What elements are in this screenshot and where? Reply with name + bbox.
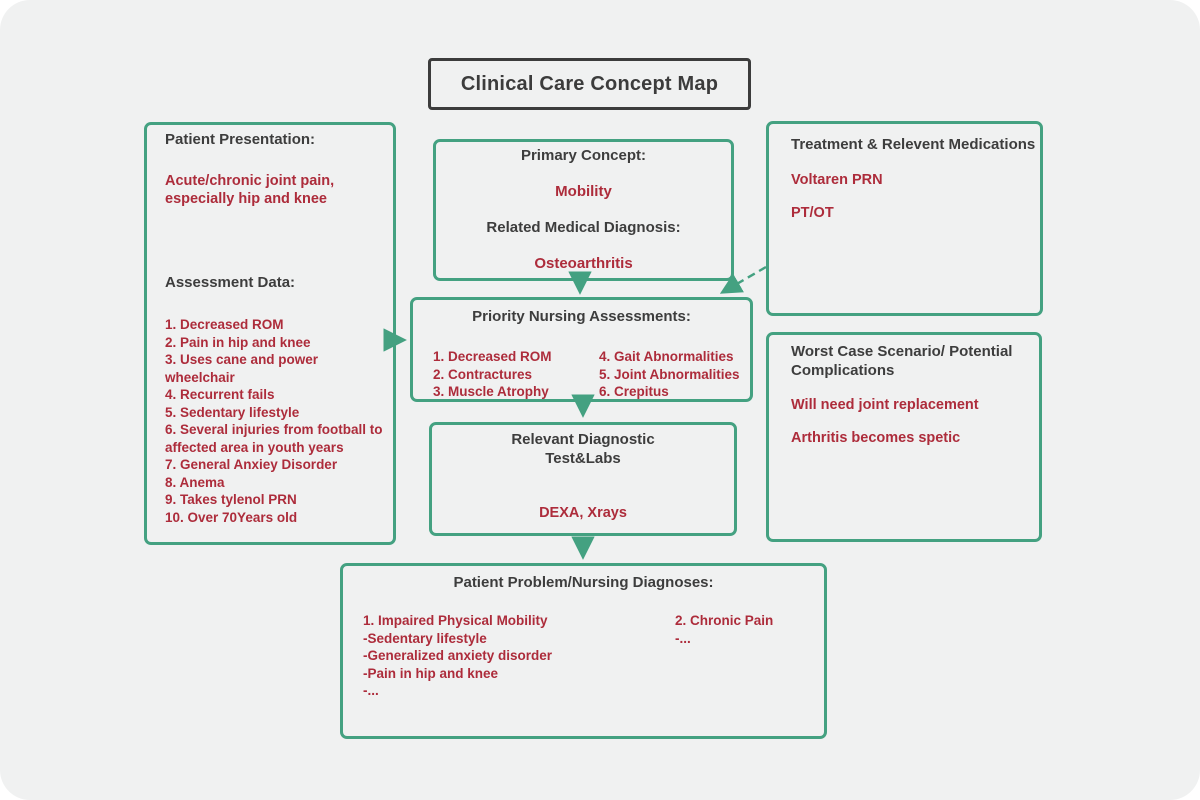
related-diagnosis-heading: Related Medical Diagnosis: [486, 219, 681, 236]
list-item: -Generalized anxiety disorder [363, 648, 553, 663]
node-patient-presentation: Patient Presentation: Acute/chronic join… [144, 122, 396, 545]
primary-concept-value: Mobility [555, 183, 612, 200]
patient-presentation-text: Acute/chronic joint pain, especially hip… [165, 173, 335, 207]
patient-presentation-heading: Patient Presentation: [165, 131, 316, 148]
list-item: 2. Pain in hip and knee [165, 334, 311, 350]
list-item: 6. Crepitus [599, 384, 669, 399]
list-item: 2. Chronic Pain [675, 613, 774, 628]
treatment-item: PT/OT [791, 205, 834, 221]
patient-problem-col2: 2. Chronic Pain -... [675, 612, 773, 647]
priority-assessments-col2: 4. Gait Abnormalities 5. Joint Abnormalit… [599, 348, 740, 401]
list-item: 9. Takes tylenol PRN [165, 492, 297, 507]
list-item: 3. Uses cane and power wheelchair [165, 352, 319, 385]
treatment-heading: Treatment & Relevent Medications [791, 136, 1036, 153]
list-item: 8. Anema [165, 474, 225, 490]
node-treatment-medications: Treatment & Relevent Medications Voltare… [766, 121, 1043, 316]
list-item: 1. Impaired Physical Mobility [363, 613, 548, 628]
list-item: 1. Decreased ROM [165, 317, 284, 332]
list-item: 4. Recurrent fails [165, 387, 275, 402]
patient-problem-heading: Patient Problem/Nursing Diagnoses: [453, 574, 714, 591]
node-priority-nursing-assessments: Priority Nursing Assessments: 1. Decreas… [410, 297, 753, 402]
diagnostics-value: DEXA, Xrays [539, 505, 627, 521]
list-item: 10. Over 70Years old [165, 509, 298, 525]
worst-case-item: Arthritis becomes spetic [791, 430, 961, 446]
node-diagnostic-tests: Relevant Diagnostic Test&Labs DEXA, Xray… [429, 422, 737, 536]
list-item: 4. Gait Abnormalities [599, 349, 734, 364]
related-diagnosis-value: Osteoarthritis [534, 255, 633, 272]
primary-concept-heading: Primary Concept: [520, 147, 647, 164]
diagnostics-heading: Relevant Diagnostic Test&Labs [511, 431, 655, 467]
worst-case-item: Will need joint replacement [791, 397, 979, 413]
list-item: 2. Contractures [433, 366, 533, 382]
node-primary-concept: Primary Concept: Mobility Related Medica… [433, 139, 734, 281]
list-item: 1. Decreased ROM [433, 349, 552, 364]
list-item: -... [363, 683, 379, 698]
title-box: Clinical Care Concept Map [428, 58, 751, 110]
node-worst-case-scenario: Worst Case Scenario/ Potential Complicat… [766, 332, 1042, 542]
list-item: 3. Muscle Atrophy [433, 384, 549, 399]
assessment-data-list: 1. Decreased ROM 2. Pain in hip and knee 3… [165, 316, 391, 526]
list-item: -Sedentary lifestyle [363, 630, 487, 646]
node-patient-problem: Patient Problem/Nursing Diagnoses: 1. Im… [340, 563, 827, 739]
page-title: Clinical Care Concept Map [460, 72, 719, 95]
patient-problem-col1: 1. Impaired Physical Mobility -Sedentary … [363, 612, 552, 700]
priority-assessments-heading: Priority Nursing Assessments: [472, 308, 691, 325]
list-item: -... [675, 630, 691, 646]
priority-assessments-col1: 1. Decreased ROM 2. Contractures 3. Muscle… [433, 348, 552, 401]
treatment-item: Voltaren PRN [791, 172, 883, 188]
list-item: 7. General Anxiey Disorder [165, 457, 338, 472]
list-item: 5. Sedentary lifestyle [165, 404, 300, 420]
assessment-data-heading: Assessment Data: [165, 274, 296, 291]
list-item: 5. Joint Abnormalities [599, 366, 740, 382]
worst-case-heading: Worst Case Scenario/ Potential Complicat… [791, 343, 1013, 379]
list-item: 6. Several injuries from football to aff… [165, 422, 383, 455]
list-item: -Pain in hip and knee [363, 665, 499, 681]
